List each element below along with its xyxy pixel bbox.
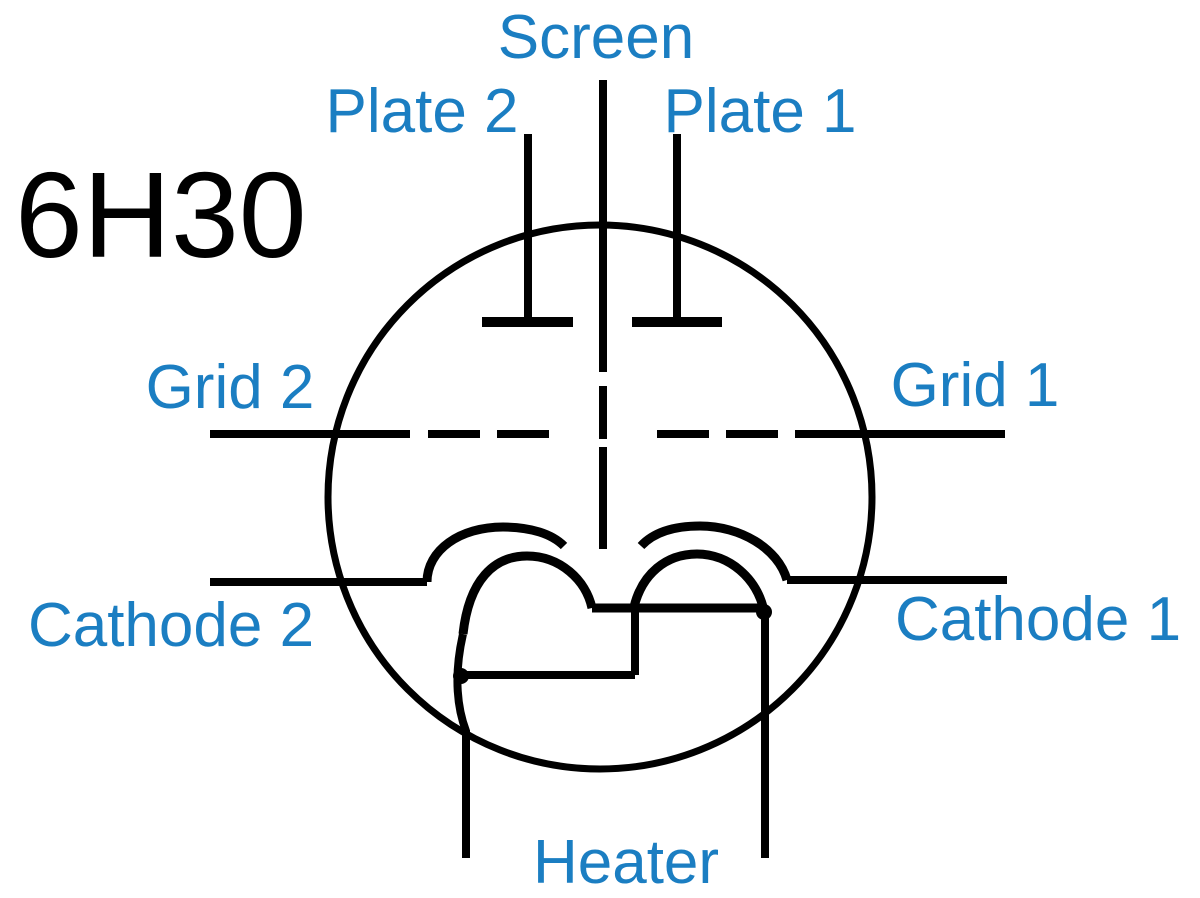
heater-junction-dot-right (756, 604, 772, 620)
label-plate1: Plate 1 (663, 77, 856, 146)
label-cathode1: Cathode 1 (895, 585, 1181, 654)
cathode1-electrode (637, 521, 1007, 584)
heater-filament (453, 549, 772, 858)
label-screen: Screen (498, 3, 694, 72)
cathode1-arc (637, 521, 792, 582)
heater-right-hump (629, 549, 769, 613)
circuit-lines (210, 80, 1007, 858)
plate2-electrode (482, 134, 573, 327)
plate1-electrode (632, 134, 722, 327)
cathode2-arc (422, 522, 568, 583)
tube-type-title: 6H30 (15, 147, 307, 283)
heater-junction-dot-left (453, 668, 469, 684)
heater-left-hump (458, 551, 597, 635)
label-grid2: Grid 2 (146, 353, 315, 422)
label-grid1: Grid 1 (891, 351, 1060, 420)
label-heater: Heater (533, 828, 719, 897)
heater-left-lead (453, 633, 470, 858)
cathode2-electrode (210, 522, 568, 586)
label-cathode2: Cathode 2 (28, 591, 314, 660)
pin-labels: Screen Plate 2 Plate 1 Grid 2 Grid 1 Cat… (28, 3, 1181, 897)
label-plate2: Plate 2 (325, 77, 518, 146)
